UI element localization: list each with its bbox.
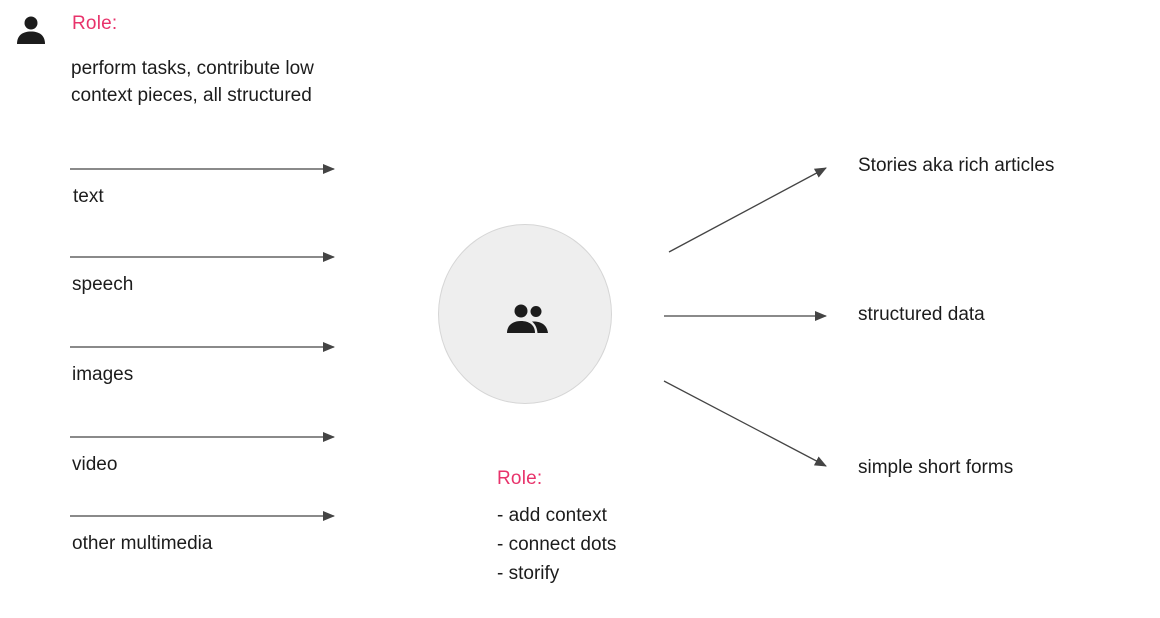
- person-icon: [14, 15, 48, 45]
- input-label-speech: speech: [72, 274, 134, 295]
- input-label-text: text: [73, 186, 104, 207]
- hub-role-item: - storify: [497, 563, 560, 584]
- output-label-structured-data: structured data: [858, 304, 985, 325]
- contributor-description: perform tasks, contribute low context pi…: [71, 55, 314, 109]
- hub-role-label: Role:: [497, 468, 543, 489]
- output-label-stories: Stories aka rich articles: [858, 155, 1055, 176]
- input-label-video: video: [72, 454, 118, 475]
- hub-role-item: - connect dots: [497, 534, 617, 555]
- group-icon: [503, 302, 551, 336]
- output-label-short-forms: simple short forms: [858, 457, 1014, 478]
- input-label-images: images: [72, 364, 134, 385]
- contributor-description-line: perform tasks, contribute low: [71, 58, 314, 79]
- contributor-role-label: Role:: [72, 13, 118, 34]
- input-label-other-multimedia: other multimedia: [72, 533, 213, 554]
- output-arrow-short-forms: [663, 380, 827, 467]
- hub-role-item: - add context: [497, 505, 607, 526]
- contributor-description-line: context pieces, all structured: [71, 85, 312, 106]
- output-arrow-stories: [668, 167, 827, 253]
- hub-role-list: - add context - connect dots - storify: [497, 501, 616, 588]
